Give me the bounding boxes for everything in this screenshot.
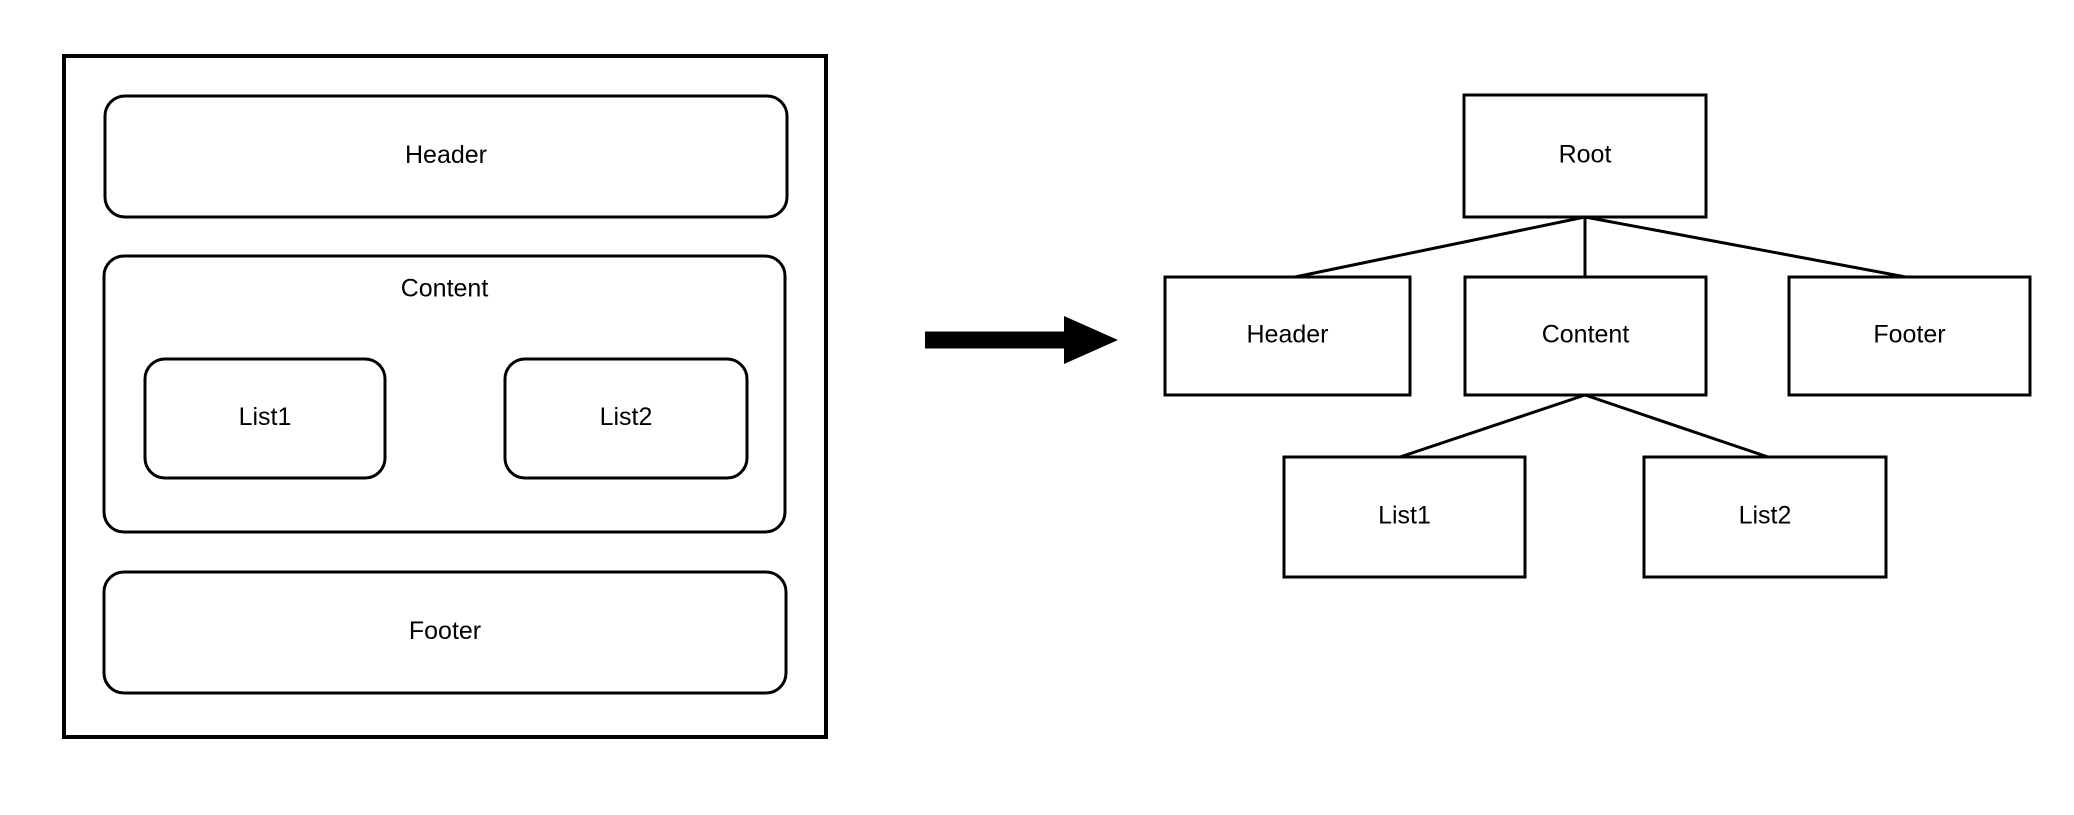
tree-edge-content-list2 [1584, 393, 1769, 459]
transform-arrow-icon [925, 316, 1118, 364]
tree-node-list2-label: List2 [1739, 502, 1792, 530]
layout-box-header[interactable]: Header [103, 94, 789, 219]
layout-box-footer-label: Footer [409, 617, 481, 645]
tree-node-footer-label: Footer [1873, 321, 1945, 349]
tree-edge-content-list1 [1399, 393, 1586, 459]
layout-box-header-shape[interactable] [103, 94, 789, 219]
tree-node-content-label: Content [1542, 321, 1630, 349]
tree-node-footer[interactable]: Footer [1787, 275, 2032, 397]
tree-node-list1[interactable]: List1 [1282, 455, 1527, 579]
tree-node-root[interactable]: Root [1462, 93, 1708, 219]
tree-node-root-label: Root [1559, 141, 1612, 169]
tree-edges [1294, 215, 1907, 459]
layout-box-content-label: Content [401, 275, 489, 303]
layout-box-list2-shape[interactable] [503, 357, 749, 480]
tree-edge-root-footer [1584, 215, 1907, 279]
layout-box-header-label: Header [405, 141, 487, 169]
layout-box-list1-label: List1 [239, 403, 292, 431]
layout-box-list2[interactable]: List2 [503, 357, 749, 480]
tree-node-header[interactable]: Header [1163, 275, 1412, 397]
tree-node-header-label: Header [1247, 321, 1329, 349]
component-tree: Root Header Content Footer List1 List2 [1163, 93, 2032, 579]
tree-node-content[interactable]: Content [1463, 275, 1708, 397]
tree-node-list1-label: List1 [1378, 502, 1431, 530]
layout-box-list1-shape[interactable] [143, 357, 387, 480]
tree-node-root-shape[interactable] [1462, 93, 1708, 219]
layout-box-footer[interactable]: Footer [102, 570, 788, 695]
tree-node-header-shape[interactable] [1163, 275, 1412, 397]
layout-box-list2-label: List2 [600, 403, 653, 431]
ui-layout-mockup: Header Content List1 List2 Footer [62, 54, 828, 739]
tree-node-content-shape[interactable] [1463, 275, 1708, 397]
tree-node-list2-shape[interactable] [1642, 455, 1888, 579]
layout-box-list1[interactable]: List1 [143, 357, 387, 480]
tree-node-list2[interactable]: List2 [1642, 455, 1888, 579]
tree-node-list1-shape[interactable] [1282, 455, 1527, 579]
layout-box-footer-shape[interactable] [102, 570, 788, 695]
tree-node-footer-shape[interactable] [1787, 275, 2032, 397]
tree-edge-root-header [1294, 215, 1586, 279]
